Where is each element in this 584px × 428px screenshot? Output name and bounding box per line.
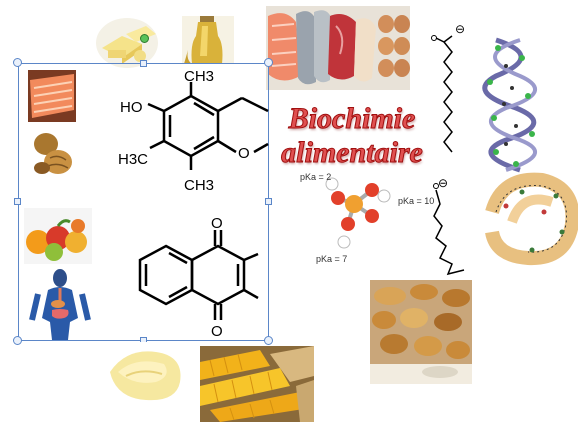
protein-structure [485,172,578,266]
anatomy-photo [24,268,96,340]
title-line-2: alimentaire [281,136,424,170]
nuts-photo [28,128,76,178]
charge-symbol-1: ⊖ [455,22,466,36]
oil-photo [182,16,234,64]
methyl-top-label: CH3 [184,68,214,85]
pka-label-2: pKa = 10 [398,196,435,206]
dna-helix [482,37,537,173]
resize-handle-sw[interactable] [13,336,22,345]
ring-oxygen-label: O [238,145,250,162]
fatty-acid-chain [431,35,453,153]
resize-handle-ne[interactable] [264,58,273,67]
tocopherol-structure: HO CH3 H3C CH3 O [118,68,269,194]
hydroxyl-label: HO [120,99,143,116]
quinone-structure: O O [138,215,259,338]
title-line-1: Biochimie [288,102,416,136]
charge-symbol-2: ⊖ [438,176,449,190]
resize-handle-nw[interactable] [13,58,22,67]
fatty-acid-chain-2 [433,183,465,276]
meat-fish-eggs-photo [266,6,410,90]
page-title: Biochimie alimentaire [272,102,432,170]
phosphate-molecule [325,177,391,249]
resize-handle-se[interactable] [264,336,273,345]
resize-handle-e[interactable] [265,198,272,205]
rotate-handle[interactable] [140,34,149,43]
resize-handle-n[interactable] [140,60,147,67]
corn-photo [200,346,314,422]
salmon-photo [28,70,76,122]
cheese-photo [96,18,158,68]
carbonyl-bottom-label: O [211,323,223,338]
resize-handle-w[interactable] [14,198,21,205]
methyl-bottom-label: CH3 [184,177,214,194]
pka-label-3: pKa = 7 [316,254,348,264]
pka-label-1: pKa = 2 [300,172,332,182]
butter-photo [106,342,188,408]
carbonyl-top-label: O [211,215,223,232]
fruits-photo [24,208,92,264]
methyl-left-label: H3C [118,151,148,168]
bread-photo [370,280,472,384]
